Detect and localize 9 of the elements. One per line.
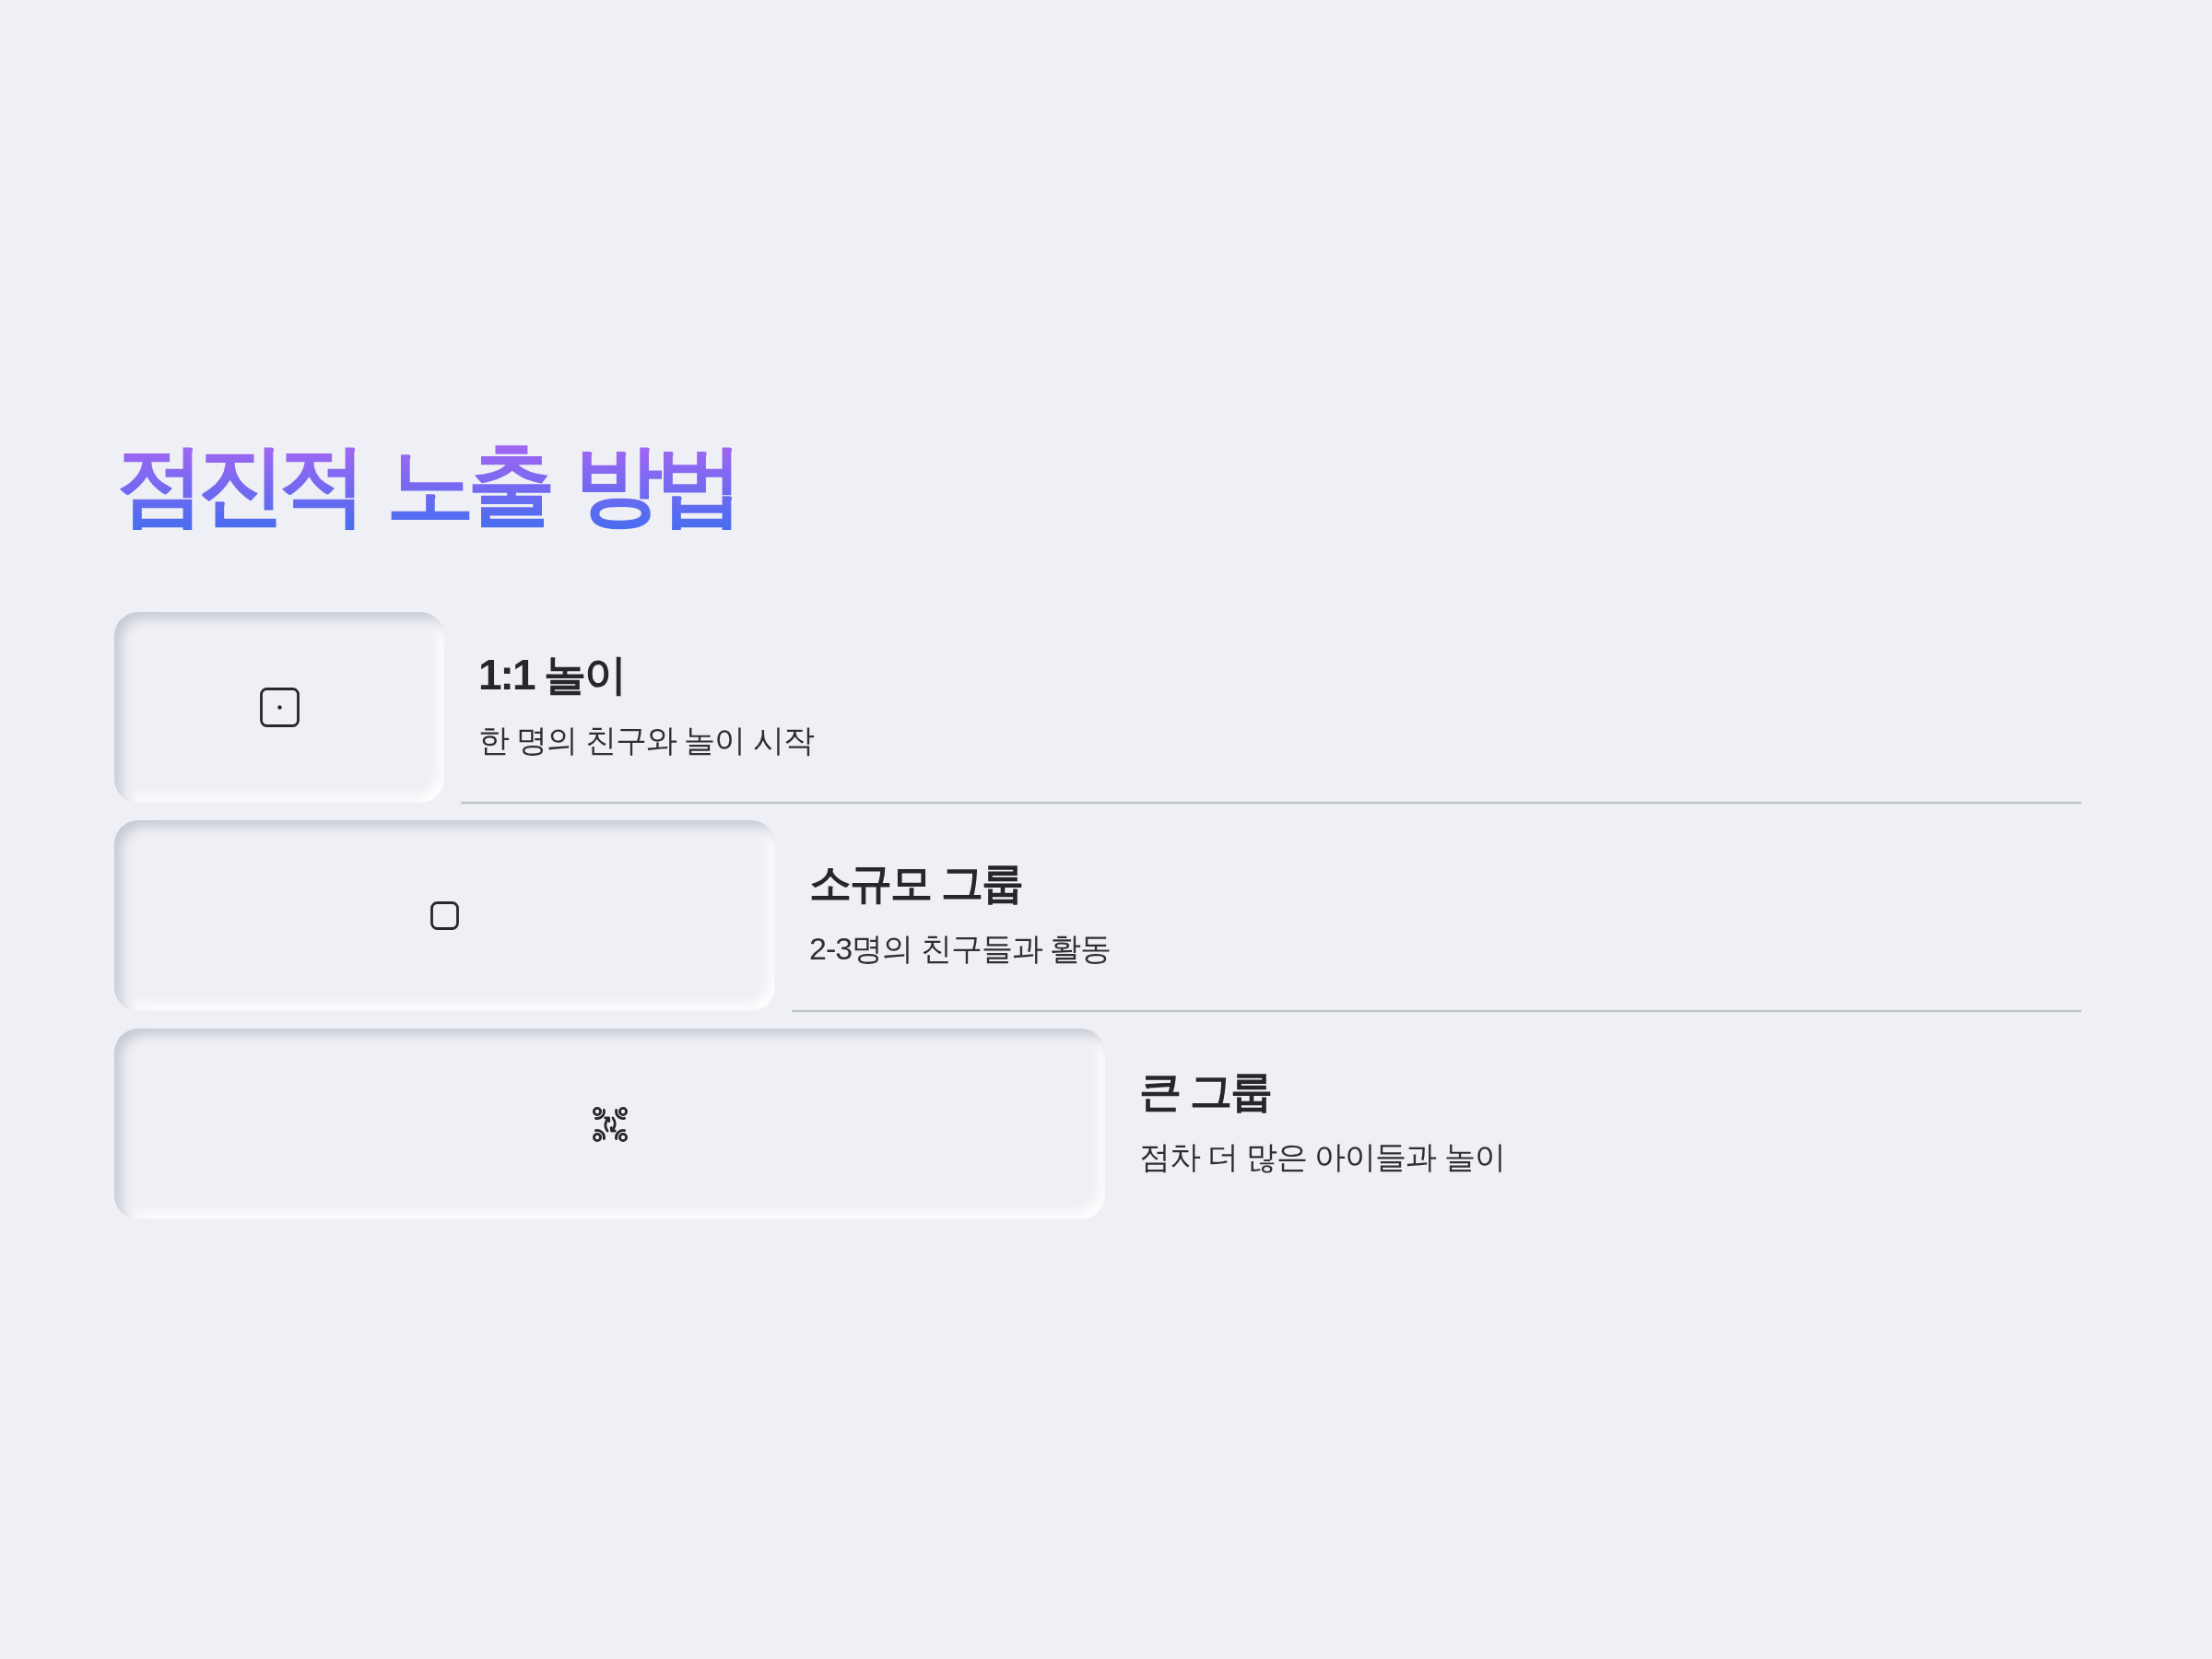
step-heading: 1:1 놀이 <box>478 649 627 700</box>
step-description: 한 명의 친구와 놀이 시작 <box>478 722 814 760</box>
step-heading: 소규모 그룹 <box>809 857 1023 909</box>
step-heading: 큰 그룹 <box>1139 1065 1272 1117</box>
icon-card <box>114 820 775 1011</box>
icon-card <box>114 612 444 803</box>
icon-card <box>114 1029 1105 1219</box>
step-description: 점차 더 많은 아이들과 놀이 <box>1139 1138 1505 1177</box>
step-description: 2-3명의 친구들과 활동 <box>809 930 1112 969</box>
